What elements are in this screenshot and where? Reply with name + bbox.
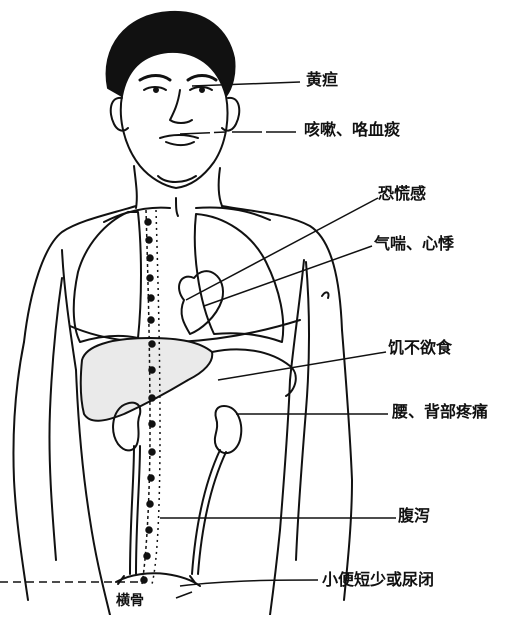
label-urine: 小便短少或尿闭 — [322, 572, 434, 588]
left-arm — [13, 342, 28, 600]
stomach — [212, 349, 296, 396]
label-fear: 恐慌感 — [378, 186, 426, 202]
pelvis — [116, 573, 200, 586]
label-cough: 咳嗽、咯血痰 — [304, 122, 400, 138]
right-arm — [342, 330, 352, 600]
heart — [179, 271, 223, 334]
right-ear — [222, 98, 239, 131]
label-pubic: 横骨 — [116, 594, 144, 608]
liver — [81, 338, 213, 421]
label-hunger: 饥不欲食 — [388, 340, 452, 356]
left-ear — [111, 98, 128, 131]
left-shoulder — [24, 206, 136, 342]
right-kidney — [215, 406, 241, 453]
label-diarrhea: 腹泻 — [398, 508, 430, 524]
label-palpitation: 气喘、心悸 — [374, 236, 454, 252]
left-lung — [74, 212, 141, 342]
neck — [134, 166, 137, 208]
hair — [107, 12, 235, 96]
label-jaundice: 黄疸 — [306, 72, 338, 88]
label-back-pain: 腰、背部疼痛 — [392, 404, 488, 420]
